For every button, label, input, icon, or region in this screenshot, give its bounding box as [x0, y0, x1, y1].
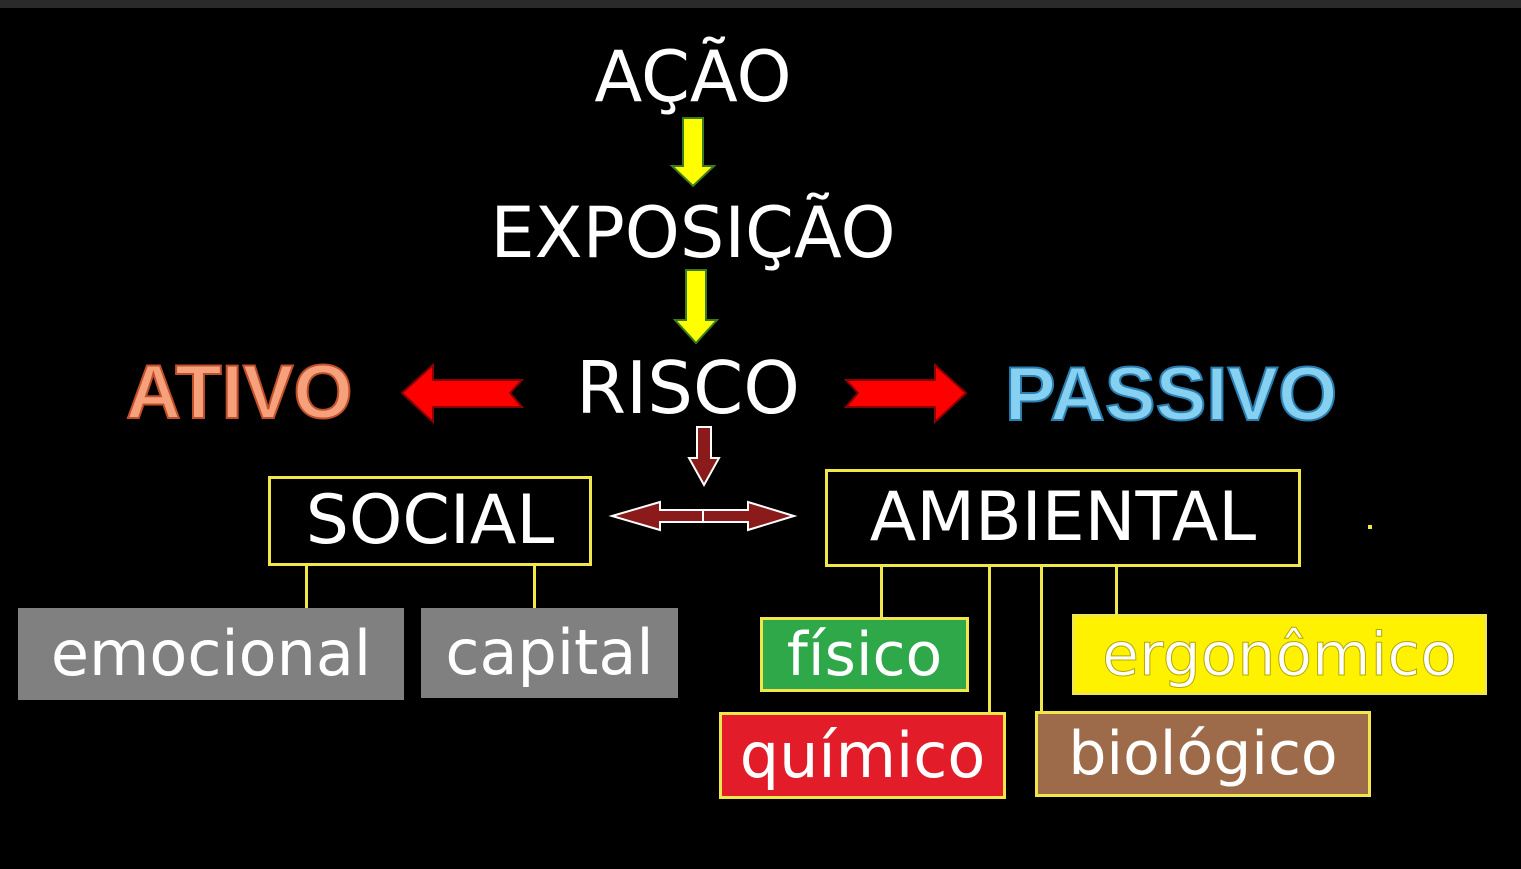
ambiental-item-biologico: biológico	[1035, 711, 1371, 797]
ambiental-item-quimico: químico	[719, 712, 1006, 799]
risk-type-ativo: ATIVO	[125, 350, 354, 435]
connector-line	[880, 567, 883, 617]
connector-line	[305, 566, 308, 608]
arrow-left-icon	[400, 362, 525, 425]
risk-type-passivo: PASSIVO	[1004, 352, 1338, 437]
arrow-right-icon	[843, 362, 968, 425]
connector-line	[533, 566, 536, 608]
item-label: químico	[739, 718, 986, 792]
arrow-down-icon	[672, 269, 720, 345]
connector-line	[988, 567, 991, 712]
arrow-down-icon	[669, 117, 717, 188]
flow-step-acao: AÇÃO	[594, 36, 792, 118]
category-social: SOCIAL	[268, 476, 592, 566]
category-social-label: SOCIAL	[305, 481, 555, 560]
category-ambiental: AMBIENTAL	[825, 469, 1301, 567]
social-item-emocional: emocional	[18, 608, 404, 700]
item-label: capital	[445, 616, 654, 689]
item-label: emocional	[50, 617, 372, 690]
item-label: ergonômico	[1102, 619, 1458, 690]
category-ambiental-label: AMBIENTAL	[869, 478, 1257, 557]
connector-line	[1040, 567, 1043, 711]
connector-line	[1115, 567, 1118, 614]
item-label: biológico	[1068, 719, 1338, 789]
flow-step-exposicao: EXPOSIÇÃO	[490, 192, 896, 274]
flow-step-risco: RISCO	[576, 346, 800, 430]
window-top-bar	[0, 0, 1521, 8]
double-arrow-icon	[608, 500, 798, 532]
arrow-down-icon	[687, 426, 721, 488]
item-label: físico	[786, 619, 943, 690]
stray-dot	[1368, 525, 1372, 529]
ambiental-item-fisico: físico	[760, 617, 969, 692]
ambiental-item-ergonomico: ergonômico	[1072, 614, 1487, 695]
social-item-capital: capital	[421, 608, 678, 698]
